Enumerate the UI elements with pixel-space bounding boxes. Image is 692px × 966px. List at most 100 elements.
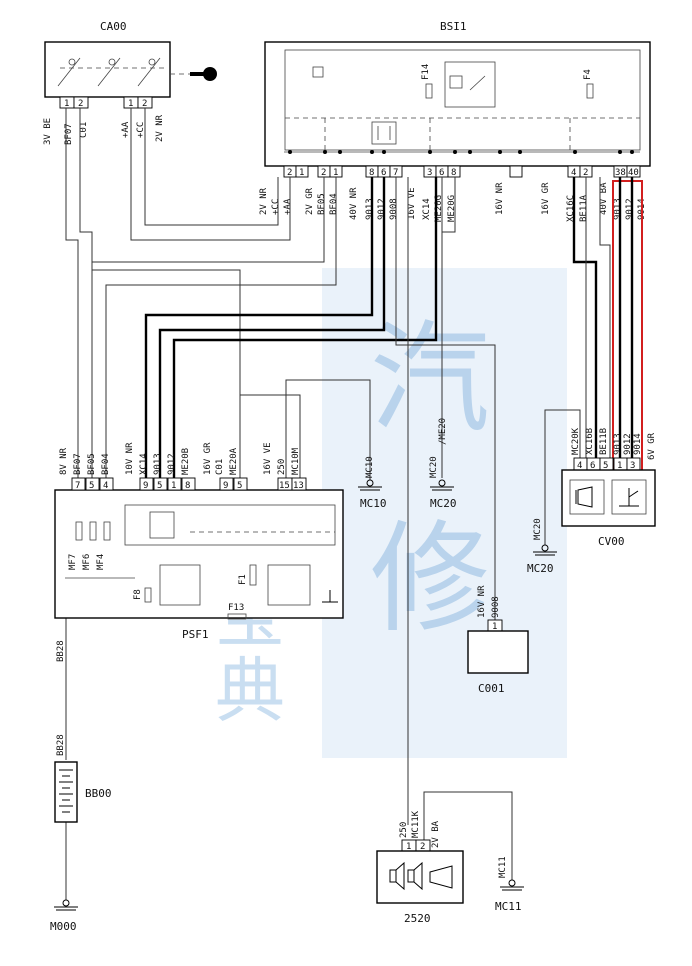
wire-label: 16V GR bbox=[541, 182, 551, 215]
bsi1-pin: 6 bbox=[381, 168, 386, 178]
wiring bbox=[65, 108, 634, 900]
ground-label: MC20 bbox=[430, 497, 457, 510]
battery-icon bbox=[59, 769, 73, 813]
wire-label: BB28 bbox=[56, 640, 66, 662]
watermark-glyph-2: 修 bbox=[370, 510, 490, 649]
component-cv00: MC20K XC16B BE11B 9013 9012 9014 4 6 5 1… bbox=[561, 427, 656, 548]
c2520-title: 2520 bbox=[404, 912, 431, 925]
ca00-wire-c01: C01 bbox=[79, 122, 89, 138]
psf1-fuse-f13: F13 bbox=[228, 603, 244, 613]
ground-label: MC20 bbox=[527, 562, 554, 575]
wire-label: MC11K bbox=[411, 810, 421, 838]
wire-label: 2V NR bbox=[259, 187, 269, 215]
psf1-pin: 5 bbox=[89, 481, 94, 491]
bsi1-pin: 1 bbox=[333, 168, 338, 178]
component-c001: 16V NR 9008 1 C001 bbox=[467, 585, 529, 695]
wire-label: 16V VE bbox=[263, 442, 273, 475]
key-icon bbox=[190, 67, 217, 81]
component-bb00: BB28 BB28 BB00 bbox=[54, 640, 112, 823]
ca00-wire-aa: +AA bbox=[121, 121, 131, 138]
ground-mc11: MC11 MC11 bbox=[495, 856, 524, 913]
ground-label: MC20 bbox=[429, 456, 439, 478]
wire-label: MC10M bbox=[291, 447, 301, 475]
bsi1-pin: 7 bbox=[393, 168, 398, 178]
wire-label: 9012 bbox=[623, 433, 633, 455]
wire-label: 9013 bbox=[613, 433, 623, 455]
wire-label: XC14 bbox=[139, 453, 149, 475]
psf1-fuse-mf6: MF6 bbox=[82, 554, 92, 570]
cv00-pin: 6 bbox=[590, 461, 595, 471]
psf1-wire-labels: 8V NR BF07 BF05 BF04 10V NR XC14 9013 90… bbox=[59, 442, 301, 475]
wire-label: 40V BA bbox=[599, 182, 609, 215]
bsi1-pin: 8 bbox=[451, 168, 456, 178]
ground-label: MC11 bbox=[498, 856, 508, 878]
wire-label: 250 bbox=[399, 822, 409, 838]
psf1-pin: 5 bbox=[157, 481, 162, 491]
wire-label: BF05 bbox=[87, 453, 97, 475]
psf1-fuse-mf4: MF4 bbox=[96, 554, 106, 570]
ca00-wire-bf07: BF07 bbox=[64, 123, 74, 145]
ground-label: MC11 bbox=[495, 900, 522, 913]
watermark-glyph-4: 典 bbox=[215, 650, 285, 732]
psf1-pin: 5 bbox=[237, 481, 242, 491]
wire-label: 9012 bbox=[625, 198, 635, 220]
cv00-wire-labels: MC20K XC16B BE11B 9013 9012 9014 bbox=[571, 427, 643, 455]
c2520-pin: 2 bbox=[420, 842, 425, 852]
c2520-pin: 1 bbox=[406, 842, 411, 852]
wire-label: 16V GR bbox=[203, 442, 213, 475]
wire-label: 2V GR bbox=[305, 187, 315, 215]
wire-label: ME20G bbox=[447, 195, 457, 222]
c001-pin: 1 bbox=[492, 622, 497, 632]
psf1-fuse-f8: F8 bbox=[133, 589, 143, 600]
ca00-pin-4: 2 bbox=[142, 99, 147, 109]
bsi1-fuse-f14: F14 bbox=[421, 64, 431, 80]
ground-label: MC10 bbox=[360, 497, 387, 510]
wire-label: XC16C bbox=[566, 195, 576, 222]
wire-label: BB28 bbox=[56, 734, 66, 756]
cv00-pin: 1 bbox=[617, 461, 622, 471]
ca00-pin-1: 1 bbox=[64, 99, 69, 109]
wire-label: 9013 bbox=[613, 198, 623, 220]
wire-label: 9008 bbox=[491, 596, 501, 618]
bb00-title: BB00 bbox=[85, 787, 112, 800]
psf1-pin: 8 bbox=[185, 481, 190, 491]
bsi1-fuse-f4: F4 bbox=[583, 69, 593, 80]
ca00-title: CA00 bbox=[100, 20, 127, 33]
wire-label: MC20K bbox=[571, 427, 581, 455]
psf1-pin: 9 bbox=[223, 481, 228, 491]
wire-label: BF04 bbox=[101, 453, 111, 475]
cv00-pin: 3 bbox=[630, 461, 635, 471]
bsi1-pin: 6 bbox=[439, 168, 444, 178]
wire-label: 9013 bbox=[365, 198, 375, 220]
wire-label: BF04 bbox=[329, 193, 339, 215]
ground-mc10: MC10 MC10 bbox=[358, 456, 387, 510]
wire-label: 9014 bbox=[633, 433, 643, 455]
wire-label: ME20A bbox=[229, 447, 239, 475]
wire-label: ME20G bbox=[434, 195, 444, 222]
component-2520: 250 MC11K 2V BA 1 2 2520 bbox=[376, 810, 464, 925]
wire-label: BF05 bbox=[317, 193, 327, 215]
wire-label: 40V NR bbox=[349, 187, 359, 220]
bsi1-pin: 2 bbox=[287, 168, 292, 178]
psf1-pin: 13 bbox=[293, 481, 304, 491]
ground-label: MC10 bbox=[365, 456, 375, 478]
psf1-pin: 7 bbox=[75, 481, 80, 491]
bsi1-pin: 38 bbox=[615, 168, 626, 178]
wire-label: XC14 bbox=[422, 198, 432, 220]
wire-label: 9013 bbox=[153, 453, 163, 475]
cv00-pin: 4 bbox=[577, 461, 582, 471]
ground-label: M000 bbox=[50, 920, 77, 933]
wire-label: 9012 bbox=[167, 453, 177, 475]
bsi1-pin: 4 bbox=[571, 168, 576, 178]
wire-label: XC16B bbox=[585, 428, 595, 455]
component-ca00: CA00 1 2 1 2 3V BE BF07 C01 +AA +CC 2V N… bbox=[43, 20, 217, 145]
horn-icon bbox=[575, 486, 593, 508]
cv00-pin: 5 bbox=[603, 461, 608, 471]
wire-label: 2V BA bbox=[431, 820, 441, 848]
wire-label: 6V GR bbox=[647, 432, 657, 460]
wire-label: 16V NR bbox=[495, 182, 505, 215]
psf1-pin: 1 bbox=[171, 481, 176, 491]
bsi1-title: BSI1 bbox=[440, 20, 467, 33]
wire-label: 8V NR bbox=[59, 447, 69, 475]
